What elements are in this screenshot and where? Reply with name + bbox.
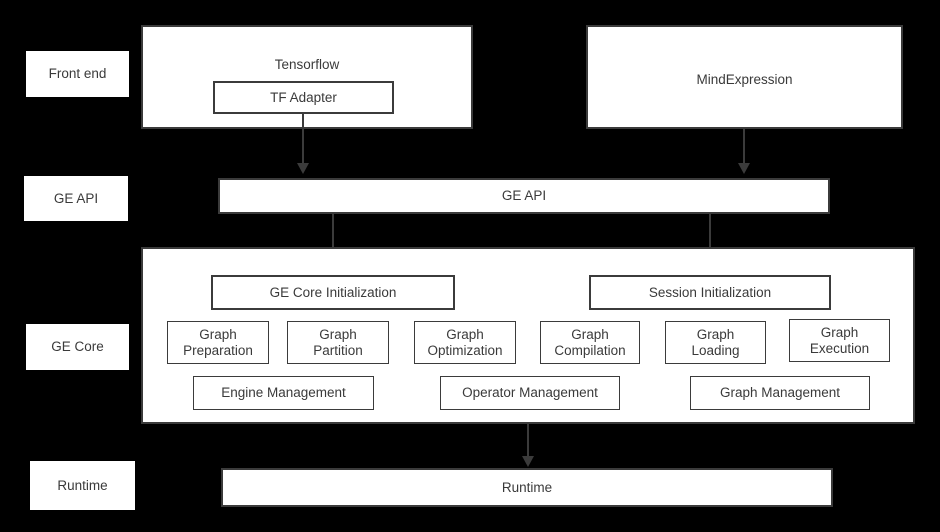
module-line-1: Graph — [696, 326, 735, 342]
layer-label-front-end: Front end — [26, 51, 129, 97]
module-line-2: Preparation — [183, 342, 253, 358]
connector-tf-adapter-to-ge-api — [302, 114, 304, 164]
module-line-1: Graph — [199, 326, 237, 342]
connector-mindexpression-to-ge-api — [743, 129, 745, 164]
runtime-bar[interactable]: Runtime — [221, 468, 833, 507]
management-operator[interactable]: Operator Management — [440, 376, 620, 410]
session-initialization-box[interactable]: Session Initialization — [589, 275, 831, 310]
mindexpression-container[interactable]: MindExpression — [586, 25, 903, 129]
module-line-1: Graph — [319, 326, 357, 342]
module-line-2: Execution — [809, 340, 870, 356]
module-graph-loading[interactable]: Graph Loading — [665, 321, 766, 364]
arrowhead-ge-core-to-runtime — [522, 456, 534, 467]
ge-api-bar[interactable]: GE API — [218, 178, 830, 214]
module-line-2: Partition — [313, 342, 363, 358]
module-line-2: Optimization — [427, 342, 503, 358]
module-line-1: Graph — [446, 326, 484, 342]
module-line-1: Graph — [571, 326, 609, 342]
connector-ge-core-to-runtime — [527, 424, 529, 457]
layer-label-ge-core: GE Core — [26, 324, 129, 370]
module-graph-preparation[interactable]: Graph Preparation — [167, 321, 269, 364]
module-line-2: Compilation — [554, 342, 626, 358]
connector-ge-api-to-session-init — [709, 214, 711, 263]
layer-label-ge-api: GE API — [24, 176, 128, 221]
management-graph[interactable]: Graph Management — [690, 376, 870, 410]
module-graph-optimization[interactable]: Graph Optimization — [414, 321, 516, 364]
module-line-1: Graph — [820, 324, 859, 340]
arrowhead-mindexpression-to-ge-api — [738, 163, 750, 174]
tf-adapter-box[interactable]: TF Adapter — [213, 81, 394, 114]
module-graph-execution[interactable]: Graph Execution — [789, 319, 890, 362]
module-graph-compilation[interactable]: Graph Compilation — [540, 321, 640, 364]
tensorflow-label: Tensorflow — [274, 57, 340, 72]
layer-label-runtime: Runtime — [30, 461, 135, 510]
ge-core-initialization-box[interactable]: GE Core Initialization — [211, 275, 455, 310]
arrowhead-tf-adapter-to-ge-api — [297, 163, 309, 174]
connector-ge-api-to-ge-core-init — [332, 214, 334, 263]
mindexpression-label: MindExpression — [696, 72, 793, 87]
management-engine[interactable]: Engine Management — [193, 376, 374, 410]
module-line-2: Loading — [691, 342, 740, 358]
module-graph-partition[interactable]: Graph Partition — [287, 321, 389, 364]
